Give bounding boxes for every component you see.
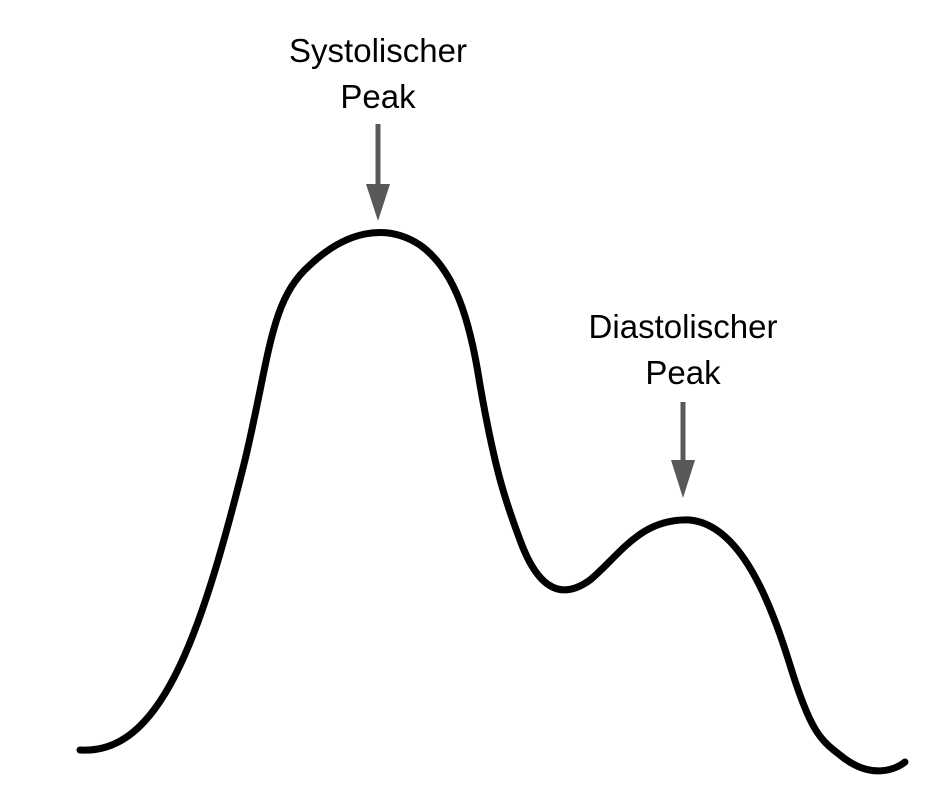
- systolic-peak-label-line1: Systolischer: [289, 32, 467, 69]
- systolic-peak-label-line2: Peak: [340, 78, 416, 115]
- systolic-peak-arrow: [366, 124, 390, 221]
- pulse-waveform-curve: [76, 229, 909, 775]
- diastolic-peak-label-line1: Diastolischer: [589, 308, 778, 345]
- diastolic-peak-label-line2: Peak: [645, 354, 721, 391]
- diastolic-peak-arrow: [671, 402, 695, 498]
